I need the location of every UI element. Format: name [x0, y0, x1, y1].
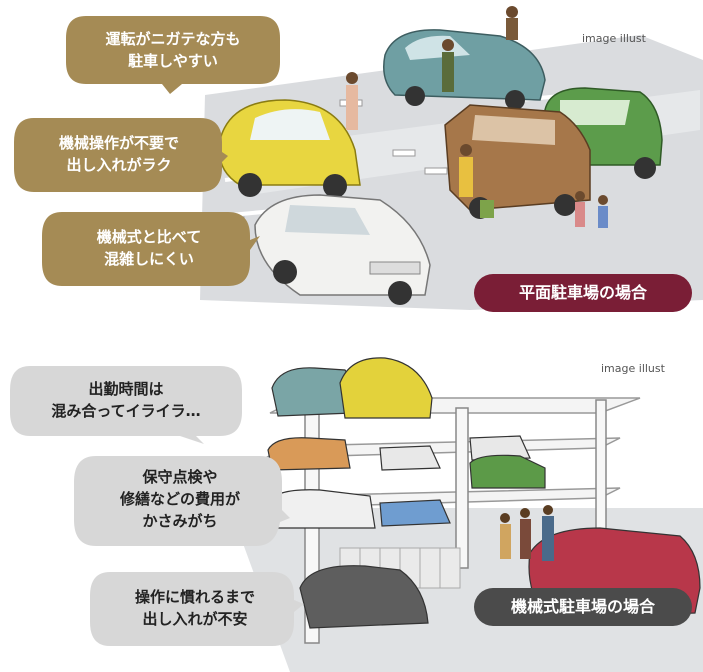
demerit-bubble-operation-anxiety: 操作に慣れるまで 出し入れが不安	[86, 566, 304, 652]
brown-car	[444, 104, 591, 219]
flat-parking-section: image illust 運転がニガテな方も 駐車しやすい 機械操作が不要で 出…	[0, 0, 703, 330]
yellow-car	[218, 99, 361, 198]
bubble-line: 運転がニガテな方も	[105, 30, 241, 48]
bubble-line: 駐車しやすい	[128, 52, 218, 70]
white-car	[254, 194, 431, 305]
flat-parking-badge: 平面駐車場の場合	[474, 274, 692, 312]
mechanical-parking-badge: 機械式駐車場の場合	[474, 588, 692, 626]
merit-bubble-less-crowded: 機械式と比べて 混雑しにくい	[38, 206, 260, 292]
bubble-line: かさみがち	[142, 512, 218, 530]
bubble-line: 保守点検や	[142, 468, 218, 486]
merit-bubble-easy-parking: 運転がニガテな方も 駐車しやすい	[62, 10, 284, 94]
bubble-line: 機械操作が不要で	[58, 134, 179, 152]
merit-bubble-no-machine: 機械操作が不要で 出し入れがラク	[10, 112, 228, 200]
teal-car	[383, 29, 546, 110]
image-illust-caption: image illust	[582, 32, 646, 45]
image-illust-caption: image illust	[601, 362, 665, 375]
demerit-bubble-maintenance-cost: 保守点検や 修繕などの費用が かさみがち	[70, 450, 290, 552]
bubble-line: 混雑しにくい	[104, 250, 194, 268]
mechanical-parking-illustration	[230, 357, 703, 672]
mechanical-parking-section: image illust 出勤時間は 混み合ってイライラ… 保守点検や 修繕など…	[0, 338, 703, 672]
bubble-line: 混み合ってイライラ…	[51, 402, 201, 420]
bubble-line: 操作に慣れるまで	[134, 588, 255, 606]
people	[346, 6, 608, 228]
bubble-line: 出し入れがラク	[66, 156, 172, 174]
bubble-line: 機械式と比べて	[96, 228, 202, 246]
bubble-line: 出し入れが不安	[142, 610, 248, 628]
demerit-bubble-crowded: 出勤時間は 混み合ってイライラ…	[6, 360, 246, 444]
flat-parking-illustration	[200, 6, 703, 310]
bubble-line: 修繕などの費用が	[119, 490, 240, 508]
bubble-line: 出勤時間は	[88, 380, 164, 398]
